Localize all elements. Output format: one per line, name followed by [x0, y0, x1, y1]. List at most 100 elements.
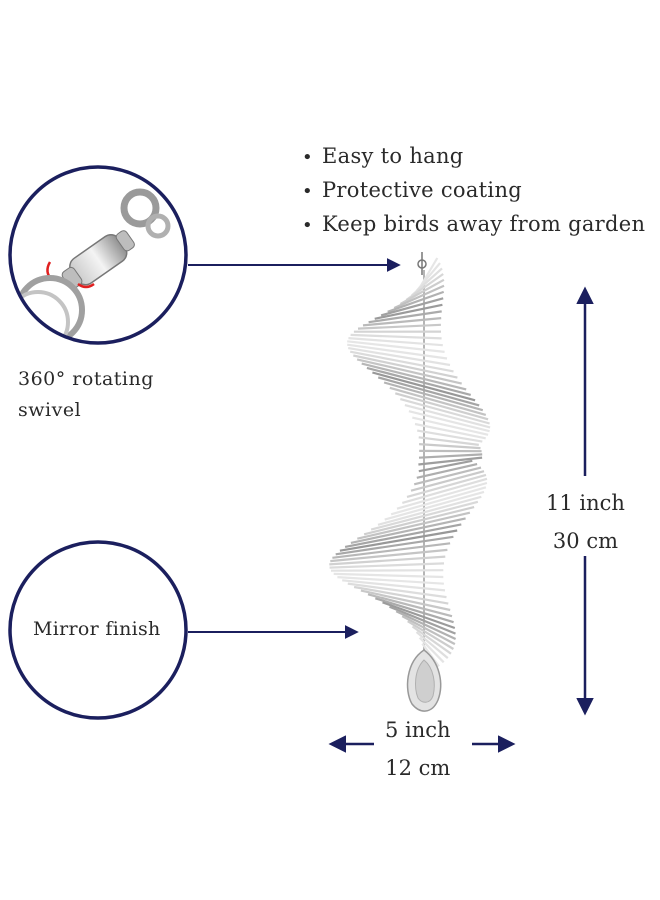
spinner-fin: [370, 500, 479, 531]
spinner-fin: [347, 343, 448, 360]
spinner-fin: [347, 582, 447, 599]
spinner-fin: [411, 625, 452, 655]
spinner-fin: [329, 562, 445, 569]
width-cm: 12 cm: [385, 756, 451, 780]
spinner-fin: [417, 429, 483, 443]
spinner-fin: [421, 643, 440, 667]
spinner-fin: [389, 386, 487, 416]
spinner-fin: [374, 303, 443, 320]
spinner-fin: [332, 542, 451, 559]
spinner-fin: [393, 284, 445, 310]
spinner-fin: [404, 404, 491, 429]
spinner-fin: [414, 422, 486, 440]
spinner-fin: [374, 597, 454, 624]
spinner-fin: [410, 470, 485, 492]
spinner-fin: [401, 477, 488, 504]
spinner-fin: [395, 392, 489, 421]
feature-item: • Protective coating: [302, 174, 645, 208]
spinner-fin: [395, 610, 457, 640]
height-cm: 30 cm: [552, 529, 618, 553]
spinner-fin: [350, 517, 466, 544]
spinner-fin: [413, 466, 482, 486]
spinner-fin: [383, 381, 484, 412]
spinner-fin: [344, 523, 462, 548]
spinner-fin: [380, 297, 444, 317]
spinner-fin: [349, 350, 454, 373]
bullet-icon: •: [302, 147, 313, 168]
spinner-fin: [416, 463, 478, 479]
spinner-fin: [333, 572, 444, 579]
spinner-fin: [342, 579, 446, 592]
height-inch: 11 inch: [546, 491, 625, 515]
spinner-fin: [407, 620, 454, 650]
mirror-finish-circle: [8, 540, 188, 720]
spinner-fin: [366, 366, 471, 396]
spinner-fin: [418, 436, 479, 446]
spinner-fin: [390, 486, 487, 516]
swivel-detail-circle: [8, 165, 188, 345]
width-inch: 5 inch: [385, 718, 451, 742]
spinner-fin: [412, 416, 489, 436]
spinner-fin: [335, 535, 454, 556]
spinner-fin: [401, 615, 456, 646]
spinner-fin: [418, 456, 483, 466]
spinner-fin: [367, 593, 453, 618]
spinner-fin: [396, 481, 488, 510]
spinner-fin: [418, 636, 445, 664]
spinner-fin: [357, 511, 471, 540]
bullet-icon: •: [302, 215, 313, 236]
feature-list: • Easy to hang • Protective coating • Keep …: [302, 140, 645, 242]
spinner-fin: [347, 340, 445, 353]
spinner-fin: [330, 548, 448, 563]
spinner-fin: [360, 589, 451, 612]
spinner-fin: [384, 490, 485, 521]
swivel-closeup-icon: [10, 167, 186, 343]
spinner-fin: [348, 337, 443, 347]
feature-text: Keep birds away from garden: [322, 212, 646, 236]
spinner-fin: [415, 631, 449, 659]
spinner-fin: [399, 278, 445, 305]
mirror-callout-label: Mirror finish: [33, 618, 161, 640]
bullet-icon: •: [302, 181, 313, 202]
width-dimension-label: 5 inch 12 cm: [385, 711, 451, 787]
spinner-fin: [419, 443, 481, 450]
spinner-fin: [337, 576, 444, 585]
feature-text: Protective coating: [322, 178, 523, 202]
spinner-fin: [363, 506, 475, 536]
spinner-fin: [418, 453, 483, 459]
feature-item: • Keep birds away from garden: [302, 208, 645, 242]
spinner-fin: [387, 290, 445, 313]
spinner-fin: [372, 371, 476, 402]
spinner-fin: [356, 358, 462, 385]
wind-spinner-image: [329, 252, 491, 712]
spinner-fin: [330, 569, 444, 572]
spinner-fin: [377, 376, 480, 407]
spinner-fin: [361, 362, 467, 391]
spinner-fin: [411, 267, 443, 297]
feature-text: Easy to hang: [322, 144, 464, 168]
spinner-fin: [339, 529, 458, 552]
spinner-fin: [357, 323, 441, 330]
spinner-fin: [377, 495, 482, 526]
spinner-fin: [362, 317, 442, 327]
spinner-fin: [329, 555, 446, 566]
spinner-fin: [382, 601, 456, 630]
spinner-fin: [353, 354, 458, 379]
feature-item: • Easy to hang: [302, 140, 645, 174]
swivel-callout-label: 360° rotating swivel: [18, 364, 154, 426]
spinner-fin: [389, 605, 456, 635]
height-dimension-label: 11 inch 30 cm: [546, 484, 625, 560]
spinner-fin: [408, 410, 490, 433]
swivel-label-line1: 360° rotating: [18, 368, 154, 390]
spinner-fin: [350, 333, 442, 340]
spinner-fin: [406, 473, 487, 498]
spinner-fin: [418, 459, 473, 473]
spinner-fin: [368, 310, 442, 324]
spinner-fin: [400, 398, 490, 425]
spinner-fin: [405, 273, 444, 301]
swivel-label-line2: swivel: [18, 399, 82, 421]
spinner-fin: [348, 347, 451, 367]
spinner-fin: [353, 585, 449, 605]
